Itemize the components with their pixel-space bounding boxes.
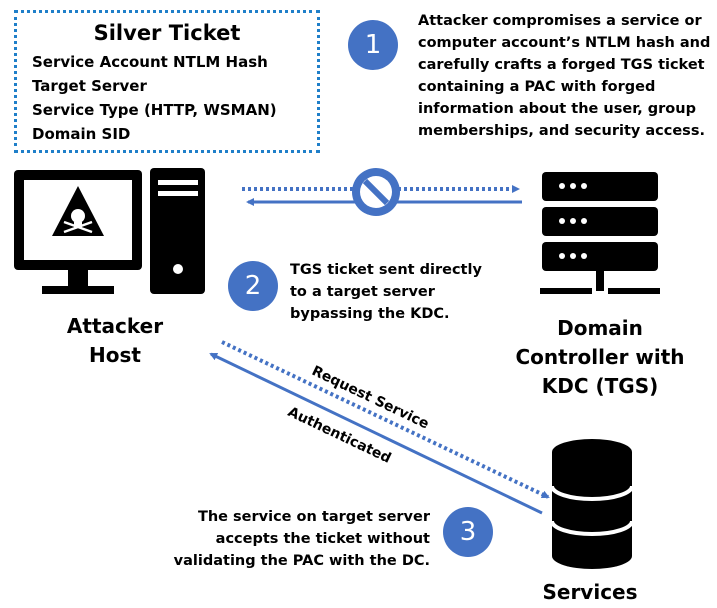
step-3-line: The service on target server [197,509,430,525]
ticket-line-service-type: Service Type (HTTP, WSMAN) [32,101,277,119]
step-1-line: containing a PAC with forged [418,79,656,95]
ticket-line-domain-sid: Domain SID [32,125,131,143]
domain-controller-label: Domain Controller with KDC (TGS) [510,314,690,401]
dc-label-line: KDC (TGS) [541,374,659,398]
prohibited-icon [352,168,400,216]
domain-controller-icon [540,172,660,294]
services-label: Services [530,578,650,607]
step-1-text: Attacker compromises a service or comput… [418,10,710,142]
services-label-line: Services [542,580,638,604]
step-3-line: accepts the ticket without [215,531,430,547]
step-1-line: memberships, and security access. [418,123,705,139]
ticket-line-hash: Service Account NTLM Hash [32,53,268,71]
silver-ticket-title: Silver Ticket [93,21,241,45]
services-database-icon [550,439,634,569]
silver-ticket-box: Silver Ticket Service Account NTLM Hash … [14,10,320,153]
authenticated-arrow [209,352,543,515]
request-service-dotted-arrow [221,340,550,499]
step-2-circle: 2 [228,261,278,311]
attacker-label-line: Attacker [66,314,164,338]
step-1-line: carefully crafts a forged TGS ticket [418,57,705,73]
step-1-line: Attacker compromises a service or [418,13,702,29]
step-2-text: TGS ticket sent directly to a target ser… [290,259,482,325]
step-1-line: information about the user, group [418,101,696,117]
step-1-circle: 1 [348,20,398,70]
step-2-line: bypassing the KDC. [290,306,450,322]
step-3-text: The service on target server accepts the… [150,506,430,572]
ticket-line-target: Target Server [32,77,147,95]
attacker-label-line: Host [89,343,141,367]
step-3-circle: 3 [443,507,493,557]
step-2-line: TGS ticket sent directly [290,262,482,278]
attacker-host-icon [14,168,205,294]
step-3-line: validating the PAC with the DC. [173,553,430,569]
dc-label-line: Domain [557,316,643,340]
step-1-line: computer account’s NTLM hash and [418,35,711,51]
dc-label-line: Controller with [515,345,685,369]
attacker-host-label: Attacker Host [50,312,180,370]
step-2-line: to a target server [290,284,435,300]
